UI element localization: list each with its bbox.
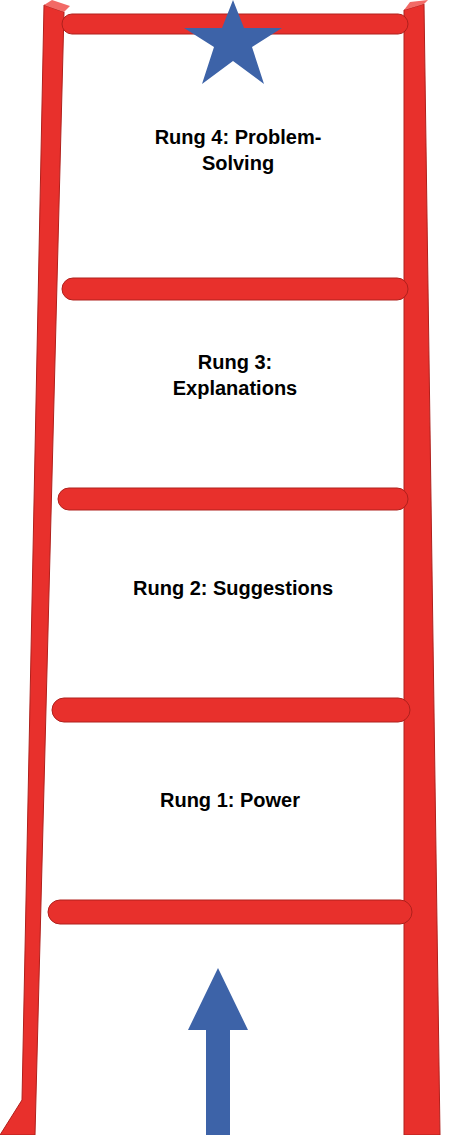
ladder-rung xyxy=(58,488,408,510)
rung-label: Rung 4: Problem-Solving xyxy=(138,124,338,176)
rung-label: Rung 2: Suggestions xyxy=(133,575,333,601)
ladder-rung xyxy=(52,698,410,722)
rung-label: Rung 3: Explanations xyxy=(135,349,335,401)
up-arrow xyxy=(188,968,248,1135)
ladder-rail xyxy=(404,4,440,1135)
rail-top xyxy=(404,0,428,10)
rung-label: Rung 1: Power xyxy=(130,787,330,813)
ladder-rail xyxy=(0,5,64,1135)
ladder-rung xyxy=(48,900,412,924)
star-symbol xyxy=(184,0,282,84)
rail-top xyxy=(44,0,70,12)
ladder-rung xyxy=(62,278,408,300)
